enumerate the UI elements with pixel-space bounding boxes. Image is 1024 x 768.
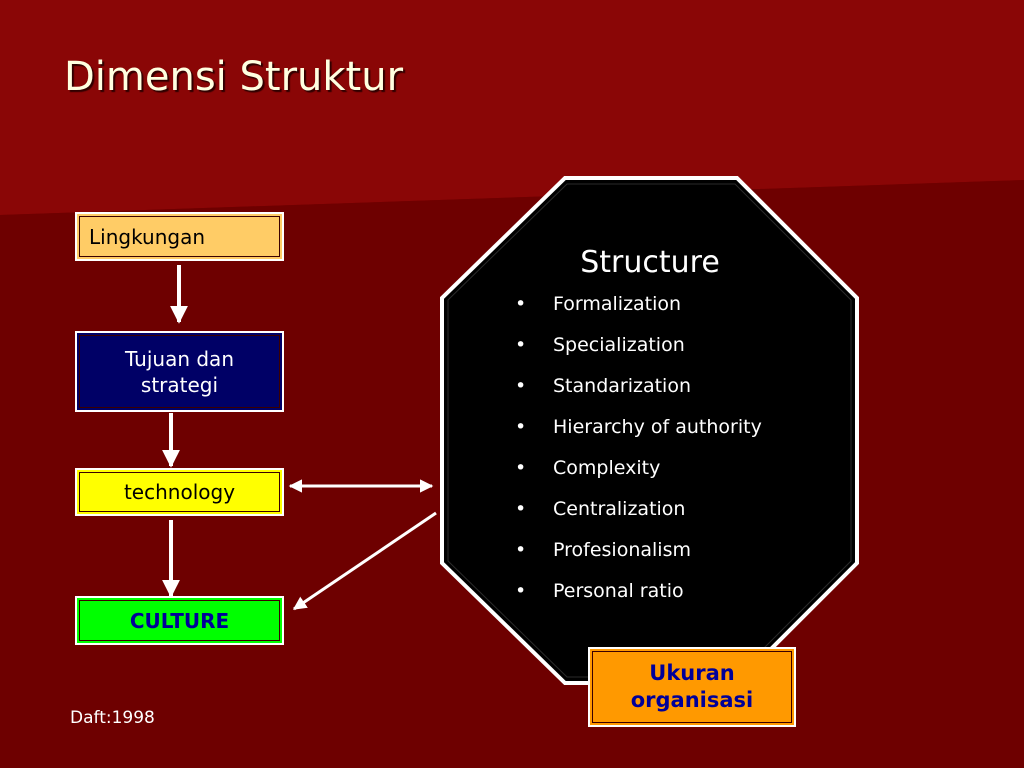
- lingkungan-label: Lingkungan: [89, 224, 206, 249]
- structure-item-label: Profesionalism: [553, 539, 691, 561]
- tujuan-label-line2: strategi: [140, 372, 219, 397]
- bullet-glyph: •: [515, 580, 527, 602]
- structure-item-label: Complexity: [553, 457, 661, 479]
- bullet-glyph: •: [515, 293, 527, 315]
- structure-item-label: Formalization: [553, 293, 682, 315]
- structure-title: Structure: [580, 245, 720, 280]
- ukuran-label-line1: Ukuran: [649, 660, 735, 685]
- structure-item-label: Personal ratio: [553, 580, 684, 602]
- structure-item-label: Centralization: [553, 498, 686, 520]
- structure-list-item: • Centralization: [470, 497, 830, 538]
- culture-label: CULTURE: [129, 608, 230, 633]
- structure-list-item: • Standarization: [470, 374, 830, 415]
- structure-list-item: • Personal ratio: [470, 579, 830, 620]
- bullet-glyph: •: [515, 416, 527, 438]
- culture-box: CULTURE: [75, 596, 284, 645]
- structure-list-item: • Formalization: [470, 292, 830, 333]
- structure-item-label: Hierarchy of authority: [553, 416, 762, 438]
- bullet-glyph: •: [515, 498, 527, 520]
- tujuan-strategi-box: Tujuan dan strategi: [75, 331, 284, 412]
- technology-label: technology: [123, 480, 236, 504]
- ukuran-label-line2: organisasi: [630, 688, 754, 712]
- structure-list: • Formalization • Specialization • Standari…: [470, 292, 830, 620]
- structure-list-item: • Profesionalism: [470, 538, 830, 579]
- bullet-glyph: •: [515, 375, 527, 397]
- source-citation: Daft:1998: [70, 708, 155, 728]
- structure-panel: Structure • Formalization • Specialization…: [470, 245, 830, 620]
- structure-item-label: Specialization: [553, 334, 685, 356]
- bullet-glyph: •: [515, 539, 527, 561]
- bullet-glyph: •: [515, 334, 527, 356]
- structure-list-item: • Hierarchy of authority: [470, 415, 830, 456]
- ukuran-organisasi-box: Ukuran organisasi: [588, 647, 796, 727]
- structure-list-item: • Specialization: [470, 333, 830, 374]
- slide-title: Dimensi Struktur: [64, 54, 404, 100]
- structure-list-item: • Complexity: [470, 456, 830, 497]
- bullet-glyph: •: [515, 457, 527, 479]
- structure-item-label: Standarization: [553, 375, 692, 397]
- lingkungan-box: Lingkungan: [75, 212, 284, 261]
- tujuan-label-line1: Tujuan dan: [124, 346, 234, 371]
- arrow-structure-to-culture: [292, 511, 437, 611]
- technology-box: technology: [75, 468, 284, 516]
